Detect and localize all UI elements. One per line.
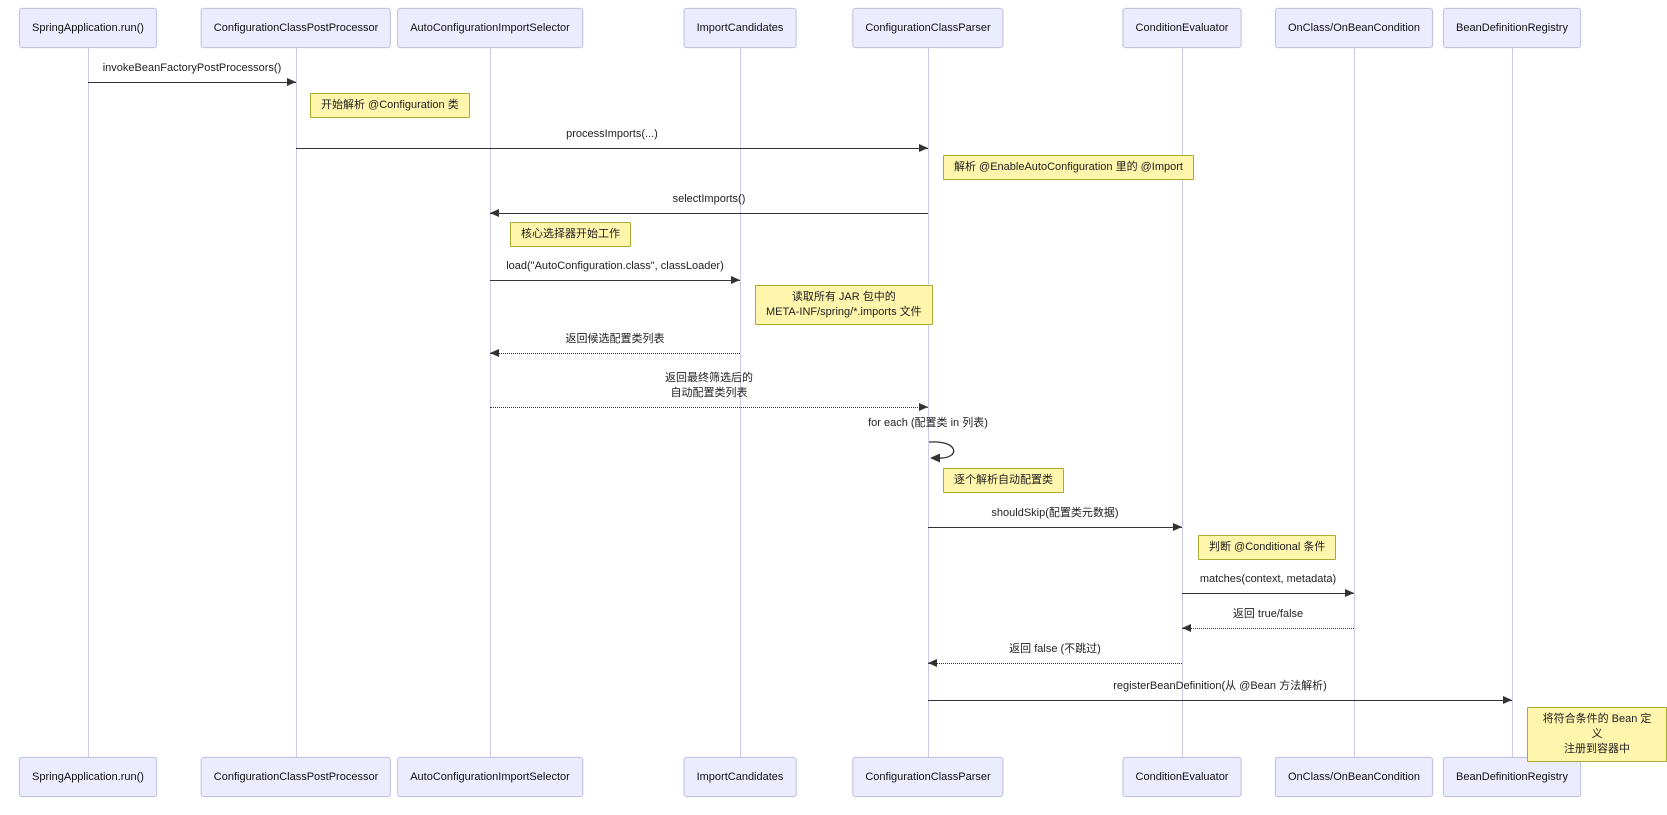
participant-auto-configuration-import-selector-top: AutoConfigurationImportSelector <box>397 8 583 48</box>
lifeline-condition-evaluator <box>1182 46 1183 757</box>
participant-onclass-onbean-condition-top: OnClass/OnBeanCondition <box>1274 8 1434 48</box>
message-label: shouldSkip(配置类元数据) <box>991 507 1119 519</box>
arrowhead-icon <box>1345 589 1354 597</box>
message-label: processImports(...) <box>566 128 658 140</box>
participant-condition-evaluator-bottom: ConditionEvaluator <box>1122 757 1242 797</box>
note: 解析 @EnableAutoConfiguration 里的 @Import <box>943 155 1194 180</box>
lifeline-spring-application <box>88 46 89 757</box>
participant-configuration-class-post-processor-top: ConfigurationClassPostProcessor <box>200 8 392 48</box>
participant-label: SpringApplication.run() <box>32 771 144 783</box>
lifeline-import-candidates <box>740 46 741 757</box>
participant-label: OnClass/OnBeanCondition <box>1287 22 1421 34</box>
message-line <box>490 353 740 354</box>
participant-auto-configuration-import-selector-bottom: AutoConfigurationImportSelector <box>397 757 583 797</box>
participant-label: ConfigurationClassPostProcessor <box>213 22 379 34</box>
loop-arrow-icon <box>928 439 968 470</box>
arrowhead-icon <box>731 276 740 284</box>
arrowhead-icon <box>919 144 928 152</box>
participant-configuration-class-post-processor-bottom: ConfigurationClassPostProcessor <box>200 757 392 797</box>
participant-import-candidates-top: ImportCandidates <box>683 8 797 48</box>
message-label: 返回候选配置类列表 <box>565 333 665 345</box>
participant-label: BeanDefinitionRegistry <box>1456 771 1568 783</box>
participant-spring-application-bottom: SpringApplication.run() <box>19 757 157 797</box>
participant-label: ConfigurationClassPostProcessor <box>213 771 379 783</box>
participant-condition-evaluator-top: ConditionEvaluator <box>1122 8 1242 48</box>
message-line <box>490 280 740 281</box>
arrowhead-icon <box>1182 624 1191 632</box>
participant-label: AutoConfigurationImportSelector <box>410 771 570 783</box>
note: 核心选择器开始工作 <box>510 222 631 247</box>
lifeline-onclass-onbean-condition <box>1354 46 1355 757</box>
arrowhead-icon <box>919 403 928 411</box>
note: 判断 @Conditional 条件 <box>1198 535 1337 560</box>
participant-label: ConfigurationClassParser <box>865 22 991 34</box>
lifeline-auto-configuration-import-selector <box>490 46 491 757</box>
message-line <box>296 148 928 149</box>
message-line <box>1182 628 1354 629</box>
participant-spring-application-top: SpringApplication.run() <box>19 8 157 48</box>
participant-bean-definition-registry-top: BeanDefinitionRegistry <box>1443 8 1581 48</box>
participant-import-candidates-bottom: ImportCandidates <box>683 757 797 797</box>
participant-configuration-class-parser-bottom: ConfigurationClassParser <box>852 757 1004 797</box>
arrowhead-icon <box>928 659 937 667</box>
message-label: selectImports() <box>672 193 746 205</box>
participant-label: OnClass/OnBeanCondition <box>1287 771 1421 783</box>
note: 开始解析 @Configuration 类 <box>310 93 470 118</box>
message-label: invokeBeanFactoryPostProcessors() <box>102 62 282 74</box>
message-line <box>490 213 928 214</box>
arrowhead-icon <box>1503 696 1512 704</box>
message-label: 返回 false (不跳过) <box>1009 643 1101 655</box>
lifeline-configuration-class-post-processor <box>296 46 297 757</box>
participant-label: ImportCandidates <box>696 22 784 34</box>
note: 将符合条件的 Bean 定义 注册到容器中 <box>1527 707 1667 762</box>
participant-label: ConfigurationClassParser <box>865 771 991 783</box>
note: 读取所有 JAR 包中的 META-INF/spring/*.imports 文… <box>755 285 933 325</box>
message-label: matches(context, metadata) <box>1199 573 1337 585</box>
message-label: load("AutoConfiguration.class", classLoa… <box>506 260 724 272</box>
message-line <box>1182 593 1354 594</box>
participant-label: ConditionEvaluator <box>1135 22 1229 34</box>
message-line <box>928 663 1182 664</box>
participant-label: AutoConfigurationImportSelector <box>410 22 570 34</box>
participant-label: SpringApplication.run() <box>32 22 144 34</box>
participant-configuration-class-parser-top: ConfigurationClassParser <box>852 8 1004 48</box>
note: 逐个解析自动配置类 <box>943 468 1064 493</box>
message-label: 返回 true/false <box>1232 608 1304 620</box>
message-line <box>928 700 1512 701</box>
participant-onclass-onbean-condition-bottom: OnClass/OnBeanCondition <box>1274 757 1434 797</box>
participant-label: BeanDefinitionRegistry <box>1456 22 1568 34</box>
arrowhead-icon <box>287 78 296 86</box>
lifeline-configuration-class-parser <box>928 46 929 757</box>
arrowhead-icon <box>1173 523 1182 531</box>
lifeline-bean-definition-registry <box>1512 46 1513 757</box>
message-line <box>88 82 296 83</box>
message-label: registerBeanDefinition(从 @Bean 方法解析) <box>1113 680 1327 692</box>
message-line <box>928 527 1182 528</box>
participant-label: ConditionEvaluator <box>1135 771 1229 783</box>
participant-bean-definition-registry-bottom: BeanDefinitionRegistry <box>1443 757 1581 797</box>
message-line <box>490 407 928 408</box>
participant-label: ImportCandidates <box>696 771 784 783</box>
arrowhead-icon <box>490 209 499 217</box>
message-label: 返回最终筛选后的 自动配置类列表 <box>665 372 753 399</box>
arrowhead-icon <box>490 349 499 357</box>
loop-label: for each (配置类 in 列表) <box>868 417 988 429</box>
